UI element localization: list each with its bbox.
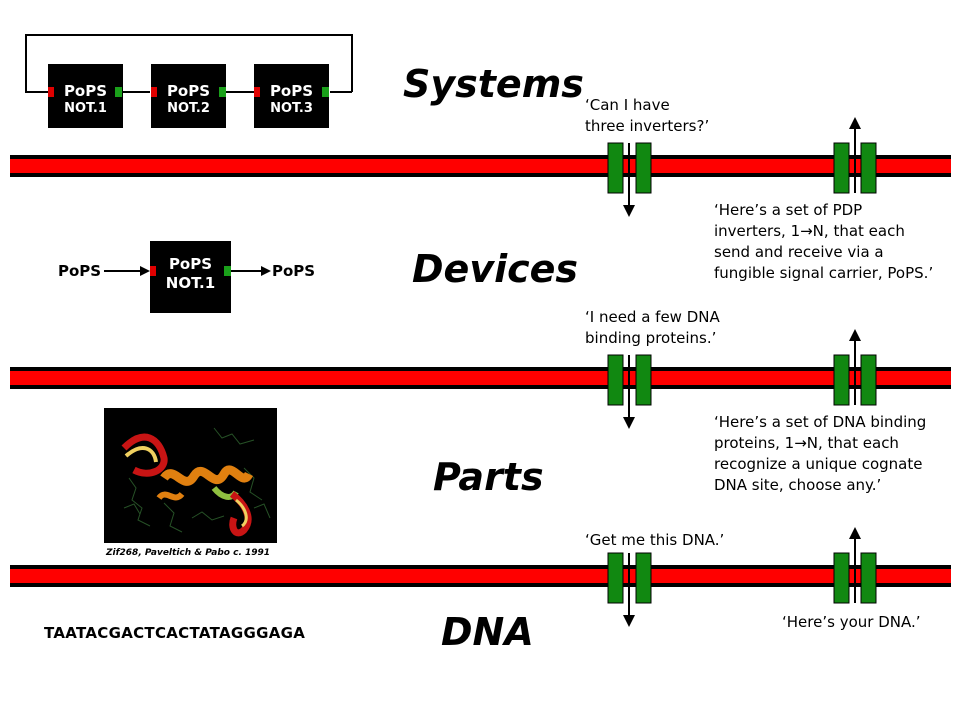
protein-caption: Zif268, Paveltich & Pabo c. 1991	[106, 548, 271, 558]
inverter-not3-box: PoPS NOT.3	[254, 64, 329, 128]
response-parts-line-4: DNA site, choose any.’	[714, 476, 882, 494]
inverter-not1-label: NOT.1	[64, 101, 107, 116]
level-title-systems: Systems	[403, 62, 584, 106]
response-devices-line-1: ‘Here’s a set of PDP	[714, 201, 863, 219]
feedback-wire-top	[25, 34, 353, 36]
wire-not2-not3	[226, 91, 254, 93]
request-devices: ‘I need a few DNA binding proteins.’	[585, 307, 720, 349]
protein-helix-orange	[160, 465, 254, 486]
not2-input-port	[151, 87, 157, 97]
response-dna: ‘Here’s your DNA.’	[782, 612, 921, 633]
response-devices-line-3: send and receive via a	[714, 243, 884, 261]
inverter-not3-label: NOT.3	[270, 101, 313, 116]
device-output-port	[224, 266, 231, 276]
inverter-not3-top: PoPS	[269, 82, 314, 100]
feedback-wire-left	[25, 34, 27, 92]
response-parts-line-1: ‘Here’s a set of DNA binding	[714, 413, 927, 431]
device-output-label: PoPS	[272, 262, 316, 280]
protein-helix-orange-2	[156, 491, 185, 501]
device-inverter-label: NOT.1	[165, 274, 216, 292]
inverter-not2-box: PoPS NOT.2	[151, 64, 226, 128]
inverter-not2-label: NOT.2	[167, 101, 210, 116]
feedback-wire-right-out	[330, 91, 352, 93]
wire-not1-not2	[122, 91, 150, 93]
protein-ribbon-red-1	[121, 433, 168, 477]
request-devices-line-1: ‘I need a few DNA	[585, 308, 720, 326]
level-title-dna: DNA	[441, 610, 534, 654]
request-devices-line-2: binding proteins.’	[585, 329, 717, 347]
not3-output-port	[322, 87, 329, 97]
device-input-label: PoPS	[58, 262, 102, 280]
response-devices: ‘Here’s a set of PDP inverters, 1→N, tha…	[714, 200, 933, 284]
response-devices-line-2: inverters, 1→N, that each	[714, 222, 905, 240]
response-parts: ‘Here’s a set of DNA binding proteins, 1…	[714, 412, 926, 496]
request-parts: ‘Get me this DNA.’	[585, 530, 724, 551]
response-parts-line-2: proteins, 1→N, that each	[714, 434, 899, 452]
not3-input-port	[254, 87, 260, 97]
response-dna-line-1: ‘Here’s your DNA.’	[782, 613, 921, 631]
feedback-wire-left-in	[25, 91, 49, 93]
level-title-devices: Devices	[412, 247, 579, 291]
device-inverter-top: PoPS	[168, 255, 213, 273]
request-parts-line-1: ‘Get me this DNA.’	[585, 531, 725, 549]
inverter-not1-top: PoPS	[63, 82, 108, 100]
dna-sequence: TAATACGACTCACTATAGGGAGA	[44, 624, 306, 642]
request-systems-line-2: three inverters?’	[585, 117, 710, 135]
protein-ribbon-yellow-2	[235, 498, 248, 528]
inverter-not1-box: PoPS NOT.1	[48, 64, 123, 128]
request-systems: ‘Can I have three inverters?’	[585, 95, 709, 137]
zif268-protein-image	[104, 408, 277, 543]
not2-output-port	[219, 87, 226, 97]
device-input-port	[150, 266, 156, 276]
feedback-wire-right	[351, 34, 353, 92]
response-parts-line-3: recognize a unique cognate	[714, 455, 923, 473]
level-title-parts: Parts	[433, 455, 544, 499]
response-devices-line-4: fungible signal carrier, PoPS.’	[714, 264, 934, 282]
not1-output-port	[115, 87, 122, 97]
device-inverter-box: PoPS NOT.1	[150, 241, 231, 313]
device-output-arrow	[231, 266, 271, 276]
not1-input-port	[48, 87, 54, 97]
protein-ribbon-yellow-1	[124, 446, 158, 463]
inverter-not2-top: PoPS	[166, 82, 211, 100]
request-systems-line-1: ‘Can I have	[585, 96, 670, 114]
device-input-arrow	[104, 266, 150, 276]
